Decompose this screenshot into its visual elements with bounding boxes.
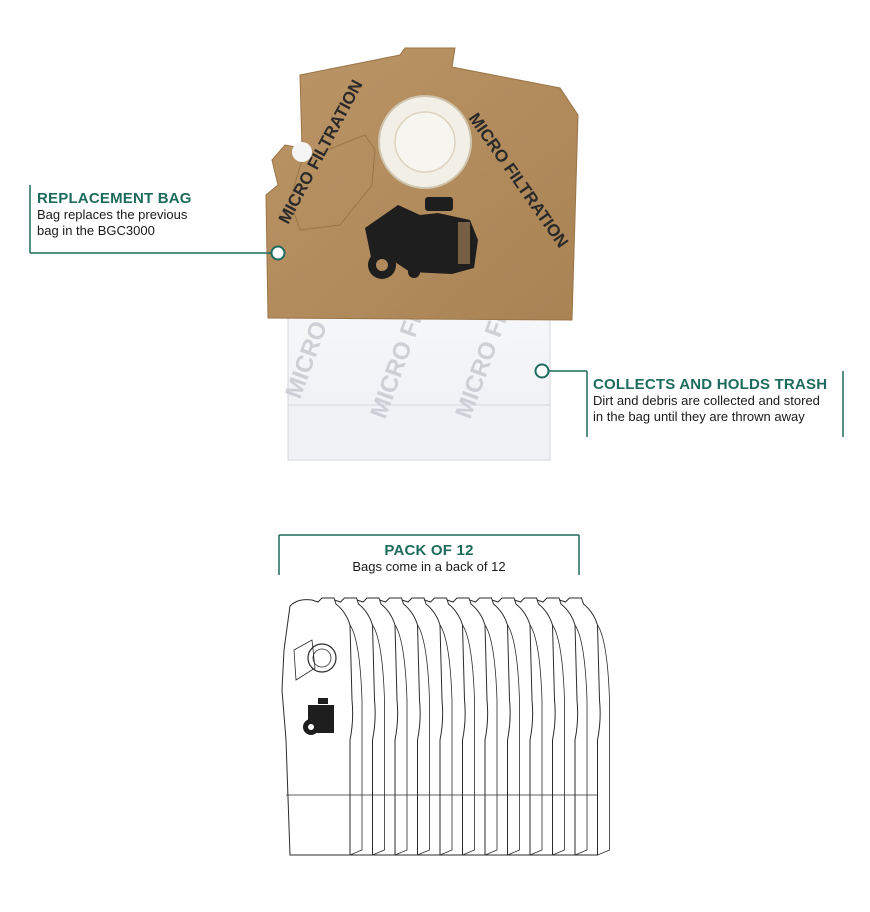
callout-replacement-line1: Bag replaces the previous (37, 207, 188, 222)
vacuum-cleaner-icon (303, 698, 334, 735)
pack-bag (281, 597, 363, 856)
callout-replacement-title: REPLACEMENT BAG (37, 190, 192, 207)
callout-marker-icon (270, 245, 286, 261)
callout-pack-line1: Bags come in a back of 12 (352, 559, 506, 574)
callout-collects-lines (548, 370, 844, 437)
callout-pack: PACK OF 12 Bags come in a back of 12 (279, 542, 579, 575)
callout-replacement-bag: REPLACEMENT BAG Bag replaces the previou… (37, 190, 192, 239)
callout-collects-line2: in the bag until they are thrown away (593, 409, 805, 424)
callout-pack-title: PACK OF 12 (384, 542, 474, 559)
callout-replacement-line2: bag in the BGC3000 (37, 223, 155, 238)
callout-collects-trash: COLLECTS AND HOLDS TRASH Dirt and debris… (593, 376, 827, 425)
callout-pack-bracket (278, 534, 580, 575)
callout-replacement-lines (29, 185, 272, 254)
callout-marker-icon (534, 363, 550, 379)
vacuum-cleaner-icon (365, 197, 478, 279)
callout-collects-title: COLLECTS AND HOLDS TRASH (593, 376, 828, 393)
cardboard-collar: MICRO FILTRATION MICRO FILTRATION (265, 47, 579, 321)
pack-of-bags-drawing (281, 597, 610, 856)
callout-collects-line1: Dirt and debris are collected and stored (593, 393, 820, 408)
